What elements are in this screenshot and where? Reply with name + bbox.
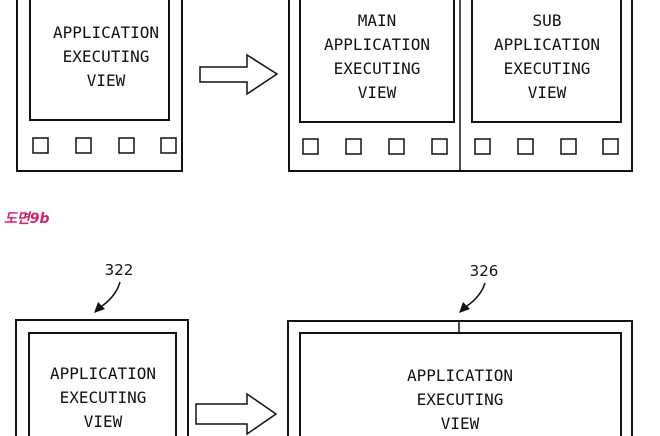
main-screen-line-1: MAIN	[358, 11, 397, 30]
ref-number-326: 326	[470, 262, 499, 280]
bottom-left-screen-line-2: EXECUTING	[60, 388, 147, 407]
main-screen	[299, 0, 455, 123]
sub-screen-line-2: APPLICATION	[494, 35, 600, 54]
softkey-square	[345, 138, 362, 155]
main-screen-line-2: APPLICATION	[324, 35, 430, 54]
softkey-square	[474, 138, 491, 155]
softkey-square	[302, 138, 319, 155]
leader-line-322	[101, 281, 121, 307]
ref-number-322: 322	[105, 261, 134, 279]
top-left-screen	[29, 0, 170, 121]
softkey-square	[388, 138, 405, 155]
main-screen-line-4: VIEW	[358, 83, 397, 102]
bottom-left-screen	[28, 332, 177, 436]
bottom-right-device: APPLICATION EXECUTING VIEW	[287, 320, 633, 436]
softkey-square	[560, 138, 577, 155]
softkey-square	[32, 137, 49, 154]
softkey-square	[160, 137, 177, 154]
bottom-right-screen-line-3: VIEW	[441, 414, 480, 433]
softkey-square	[602, 138, 619, 155]
bottom-right-screen-line-1: APPLICATION	[407, 366, 513, 385]
figure-label: 도면9b	[4, 211, 50, 227]
sub-screen	[471, 0, 622, 123]
leader-arrowhead	[459, 302, 470, 313]
top-left-screen-line-3: VIEW	[87, 71, 126, 90]
bottom-right-screen	[299, 332, 622, 436]
bottom-transition-arrow	[195, 392, 278, 436]
softkey-square	[118, 137, 135, 154]
top-left-screen-line-2: EXECUTING	[63, 47, 150, 66]
leader-arrowhead	[94, 302, 105, 313]
softkey-square	[75, 137, 92, 154]
softkey-square	[517, 138, 534, 155]
top-transition-arrow	[199, 53, 279, 96]
sub-screen-line-3: EXECUTING	[504, 59, 591, 78]
top-right-device: MAIN APPLICATION EXECUTING VIEW SUB APPL…	[288, 0, 633, 172]
bottom-left-screen-line-3: VIEW	[84, 412, 123, 431]
bottom-right-screen-line-2: EXECUTING	[417, 390, 504, 409]
sub-screen-line-4: VIEW	[528, 83, 567, 102]
leader-line-326	[466, 282, 486, 307]
bottom-left-screen-line-1: APPLICATION	[50, 364, 156, 383]
softkey-square	[431, 138, 448, 155]
main-screen-line-3: EXECUTING	[334, 59, 421, 78]
sub-screen-line-1: SUB	[533, 11, 562, 30]
top-left-screen-line-1: APPLICATION	[53, 23, 159, 42]
top-left-device: APPLICATION EXECUTING VIEW	[16, 0, 183, 172]
bottom-left-device: APPLICATION EXECUTING VIEW	[15, 319, 189, 436]
